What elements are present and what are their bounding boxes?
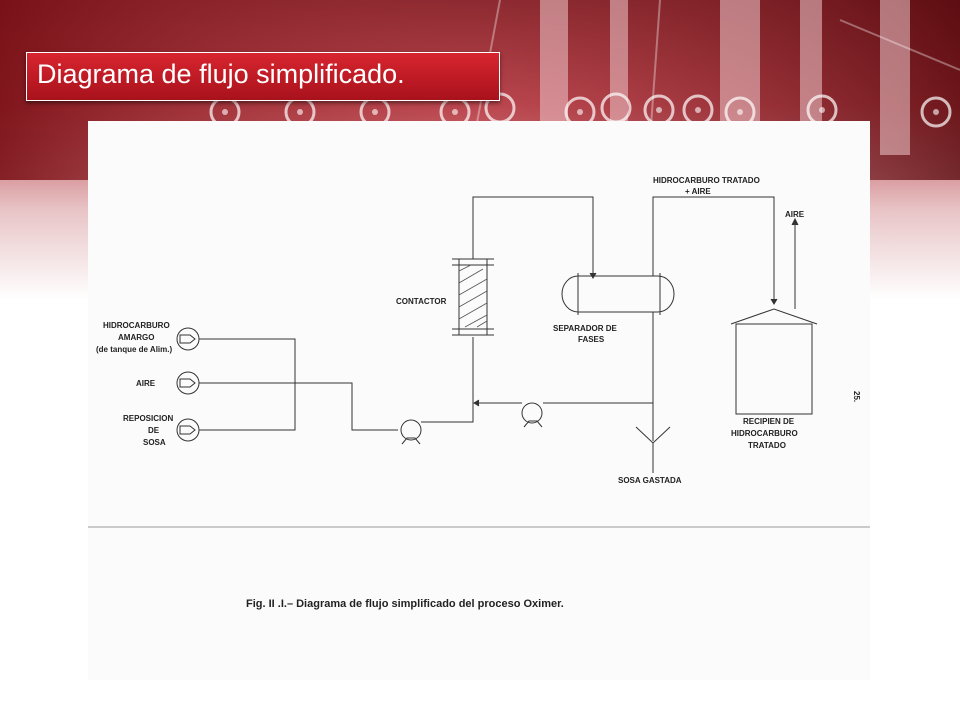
pump-1 xyxy=(400,419,422,441)
page-number: 25. xyxy=(852,391,861,402)
tank-label-1: RECIPIEN DE xyxy=(743,417,795,426)
contactor-label: CONTACTOR xyxy=(396,297,447,306)
phase-separator xyxy=(561,275,675,313)
product-label-2: + AIRE xyxy=(685,187,711,196)
tank-label-2: HIDROCARBURO xyxy=(731,429,798,438)
spent-caustic-label: SOSA GASTADA xyxy=(618,476,682,485)
product-label-1: HIDROCARBURO TRATADO xyxy=(653,176,760,185)
input-air-label: AIRE xyxy=(136,379,156,388)
input-hydrocarbon-label-2: AMARGO xyxy=(118,333,154,342)
input-hydrocarbon-label-3: (de tanque de Alim.) xyxy=(96,345,172,354)
figure-caption: Fig. II .I.– Diagrama de flujo simplific… xyxy=(246,598,564,610)
input-caustic-label-2: DE xyxy=(148,426,160,435)
scanned-diagram: HIDROCARBURO AMARGO (de tanque de Alim.)… xyxy=(88,121,870,680)
treated-hydrocarbon-tank xyxy=(735,323,813,415)
input-hydrocarbon-label-1: HIDROCARBURO xyxy=(103,321,170,330)
input-caustic-label-3: SOSA xyxy=(143,438,166,447)
treated-tank-roof xyxy=(730,308,818,325)
slide-title-bar: Diagrama de flujo simplificado. xyxy=(26,52,500,101)
separator-label-2: FASES xyxy=(578,335,605,344)
separator-label-1: SEPARADOR DE xyxy=(553,324,618,333)
process-flow-diagram: HIDROCARBURO AMARGO (de tanque de Alim.)… xyxy=(88,176,870,610)
input-caustic-label-1: REPOSICION xyxy=(123,414,173,423)
pump-2 xyxy=(521,402,543,424)
vent-air-label: AIRE xyxy=(785,210,805,219)
slide-title: Diagrama de flujo simplificado. xyxy=(37,59,405,89)
tank-label-3: TRATADO xyxy=(748,441,786,450)
